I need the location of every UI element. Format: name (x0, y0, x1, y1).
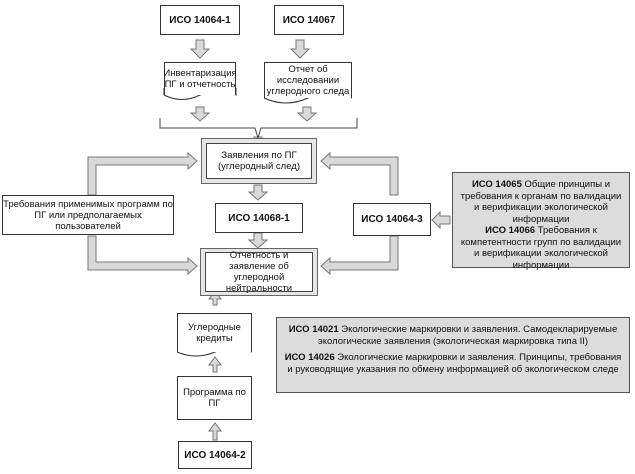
iso-14066-text: Требования к компетентности групп по вал… (460, 225, 622, 271)
claims-label: Заявления по ПГ (углеродный след) (218, 150, 300, 172)
arrow-right-bottom (320, 235, 399, 276)
arrow-up-1 (208, 422, 222, 441)
iso-14026-entry: ИСО 14026 Экологические маркировки и зая… (283, 352, 623, 375)
carbon-report-document: Отчет об исследовании углеродного следа (264, 62, 352, 98)
neutrality-box: Отчетность и заявление об углеродной ней… (205, 250, 313, 294)
iso-14064-2-label: ИСО 14064-2 (184, 449, 246, 461)
iso-14067-box: ИСО 14067 (274, 5, 344, 35)
iso-14064-1-box: ИСО 14064-1 (160, 5, 240, 35)
arrow-panel-left (431, 210, 451, 230)
iso-14021-entry: ИСО 14021 Экологические маркировки и зая… (283, 324, 623, 347)
arrow-down-3 (189, 106, 211, 122)
iso-14026-text: Экологические маркировки и заявления. Пр… (287, 352, 622, 375)
arrow-down-7 (247, 232, 269, 249)
iso-14021-code: ИСО 14021 (288, 324, 339, 335)
arrow-down-1 (189, 39, 211, 59)
iso-14064-1-label: ИСО 14064-1 (169, 14, 231, 26)
iso-14064-2-box: ИСО 14064-2 (178, 441, 252, 469)
arrow-down-2 (289, 39, 311, 59)
claims-box: Заявления по ПГ (углеродный след) (206, 143, 312, 179)
carbon-report-label: Отчет об исследовании углеродного следа (266, 64, 350, 97)
arrow-down-6 (247, 184, 269, 201)
arrow-loop-right (320, 151, 399, 196)
requirements-box: Требования применимых программ по ПГ или… (2, 195, 174, 235)
iso-14021-text: Экологические маркировки и заявления. Са… (317, 324, 618, 347)
inventory-label: Инвентаризация ПГ и отчетность (163, 68, 237, 90)
neutrality-label: Отчетность и заявление об углеродной ней… (225, 250, 293, 294)
arrow-up-2 (208, 356, 222, 373)
requirements-label: Требования применимых программ по ПГ или… (3, 198, 173, 232)
validation-panel: ИСО 14065 Общие принципы и требования к … (452, 172, 630, 271)
program-label: Программа по ПГ (183, 387, 246, 409)
iso-14068-1-box: ИСО 14068-1 (215, 203, 303, 233)
arrow-down-4 (296, 106, 318, 122)
iso-14066-code: ИСО 14066 (485, 225, 536, 236)
arrow-left-bottom (87, 235, 198, 276)
merge-bracket (159, 118, 358, 140)
iso-14064-3-box: ИСО 14064-3 (353, 203, 431, 236)
iso-14065-code: ИСО 14065 (471, 179, 522, 190)
iso-14067-label: ИСО 14067 (282, 14, 336, 26)
credits-label: Углеродные кредиты (188, 322, 241, 344)
iso-14064-3-label: ИСО 14064-3 (361, 214, 423, 225)
labels-panel: ИСО 14021 Экологические маркировки и зая… (276, 317, 630, 393)
iso-14068-1-label: ИСО 14068-1 (228, 212, 290, 224)
inventory-document: Инвентаризация ПГ и отчетность (163, 62, 237, 95)
iso-14026-code: ИСО 14026 (284, 352, 335, 363)
arrow-loop-left (87, 151, 198, 196)
iso-14065-text: Общие принципы и требования к органам по… (460, 179, 622, 225)
program-box: Программа по ПГ (177, 376, 252, 420)
credits-document: Углеродные кредиты (177, 313, 252, 352)
